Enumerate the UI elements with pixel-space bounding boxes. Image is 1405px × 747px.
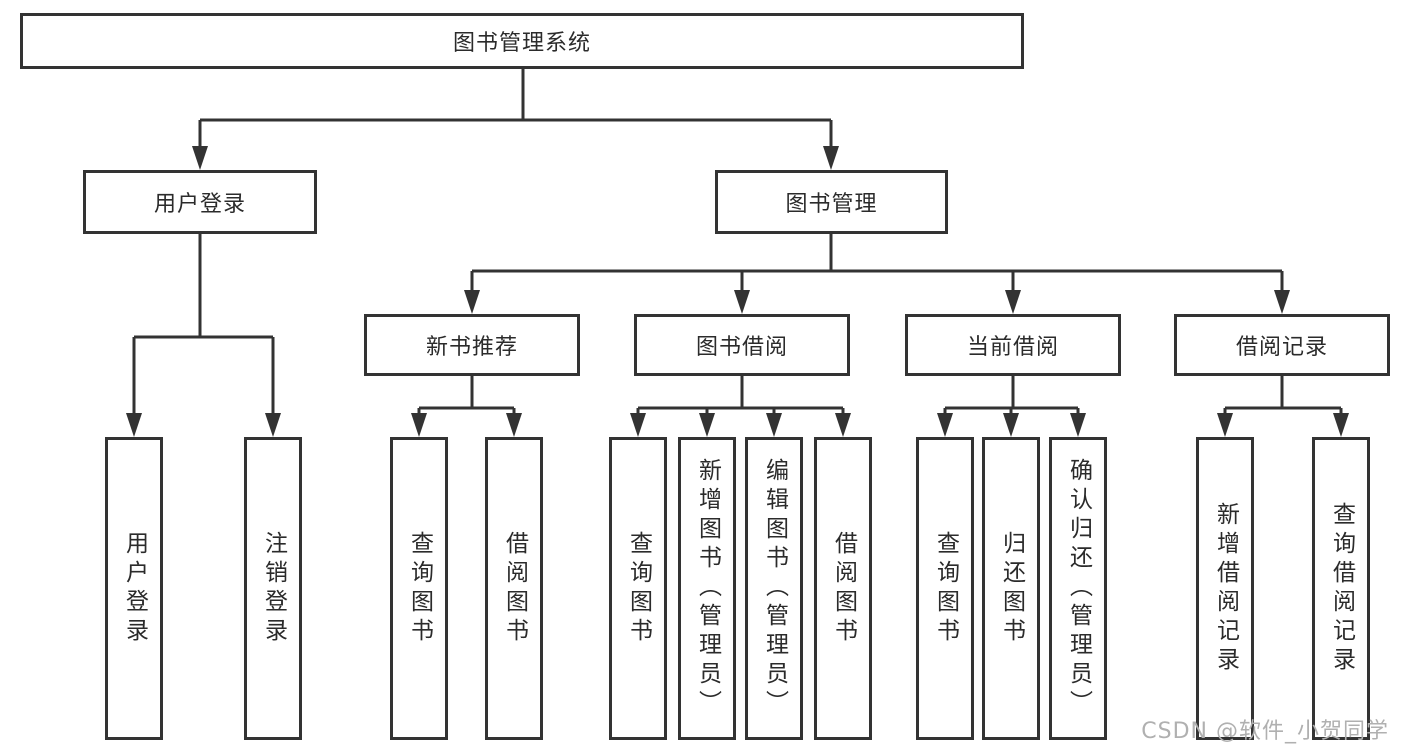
node-label: 新书推荐 [425, 335, 518, 360]
connector-borrow-record [1217, 376, 1349, 437]
node-edit-book-admin: 编辑图书（管理员） [745, 437, 803, 740]
node-confirm-return-admin: 确认归还（管理员） [1049, 437, 1107, 740]
connector-current-borrow [937, 376, 1086, 437]
node-logout: 注销登录 [244, 437, 302, 740]
node-add-book-admin: 新增图书（管理员） [678, 437, 736, 740]
node-label: 查询图书 [625, 530, 652, 647]
node-add-borrow-record: 新增借阅记录 [1196, 437, 1254, 740]
node-label: 注销登录 [260, 530, 287, 647]
node-label: 借阅记录 [1235, 335, 1328, 360]
node-label: 图书管理 [785, 192, 878, 217]
node-borrow-book-1: 借阅图书 [485, 437, 543, 740]
node-label: 编辑图书（管理员） [761, 458, 788, 719]
node-label: 借阅图书 [830, 530, 857, 647]
connector-user-login [126, 234, 281, 437]
node-return-book: 归还图书 [982, 437, 1040, 740]
node-book-borrow: 图书借阅 [634, 314, 850, 376]
node-label: 当前借阅 [966, 335, 1059, 360]
node-query-borrow-record: 查询借阅记录 [1312, 437, 1370, 740]
node-label: 新增图书（管理员） [694, 458, 721, 719]
node-query-book-2: 查询图书 [609, 437, 667, 740]
node-user-login: 用户登录 [83, 170, 317, 234]
connector-book-management [464, 234, 1290, 314]
node-label: 用户登录 [153, 192, 246, 217]
node-label: 借阅图书 [501, 530, 528, 647]
node-label: 用户登录 [121, 530, 148, 647]
node-query-book-1: 查询图书 [390, 437, 448, 740]
node-label: 确认归还（管理员） [1065, 458, 1092, 719]
node-label: 图书借阅 [695, 335, 788, 360]
node-query-book-3: 查询图书 [916, 437, 974, 740]
node-new-book-recommend: 新书推荐 [364, 314, 580, 376]
node-current-borrow: 当前借阅 [905, 314, 1121, 376]
node-label: 查询图书 [932, 530, 959, 647]
node-label: 归还图书 [998, 530, 1025, 647]
csdn-watermark: CSDN @软件_小贺同学 [1141, 719, 1389, 744]
node-label: 新增借阅记录 [1212, 501, 1239, 676]
node-label: 查询借阅记录 [1328, 501, 1355, 676]
node-label: 图书管理系统 [452, 31, 591, 56]
node-library-management-system: 图书管理系统 [20, 13, 1024, 69]
node-label: 查询图书 [406, 530, 433, 647]
node-borrow-book-2: 借阅图书 [814, 437, 872, 740]
node-borrow-record: 借阅记录 [1174, 314, 1390, 376]
connector-book-borrow [630, 376, 851, 437]
node-user-login-action: 用户登录 [105, 437, 163, 740]
connector-root [192, 69, 839, 170]
node-book-management: 图书管理 [715, 170, 948, 234]
connector-new-book [411, 376, 522, 437]
